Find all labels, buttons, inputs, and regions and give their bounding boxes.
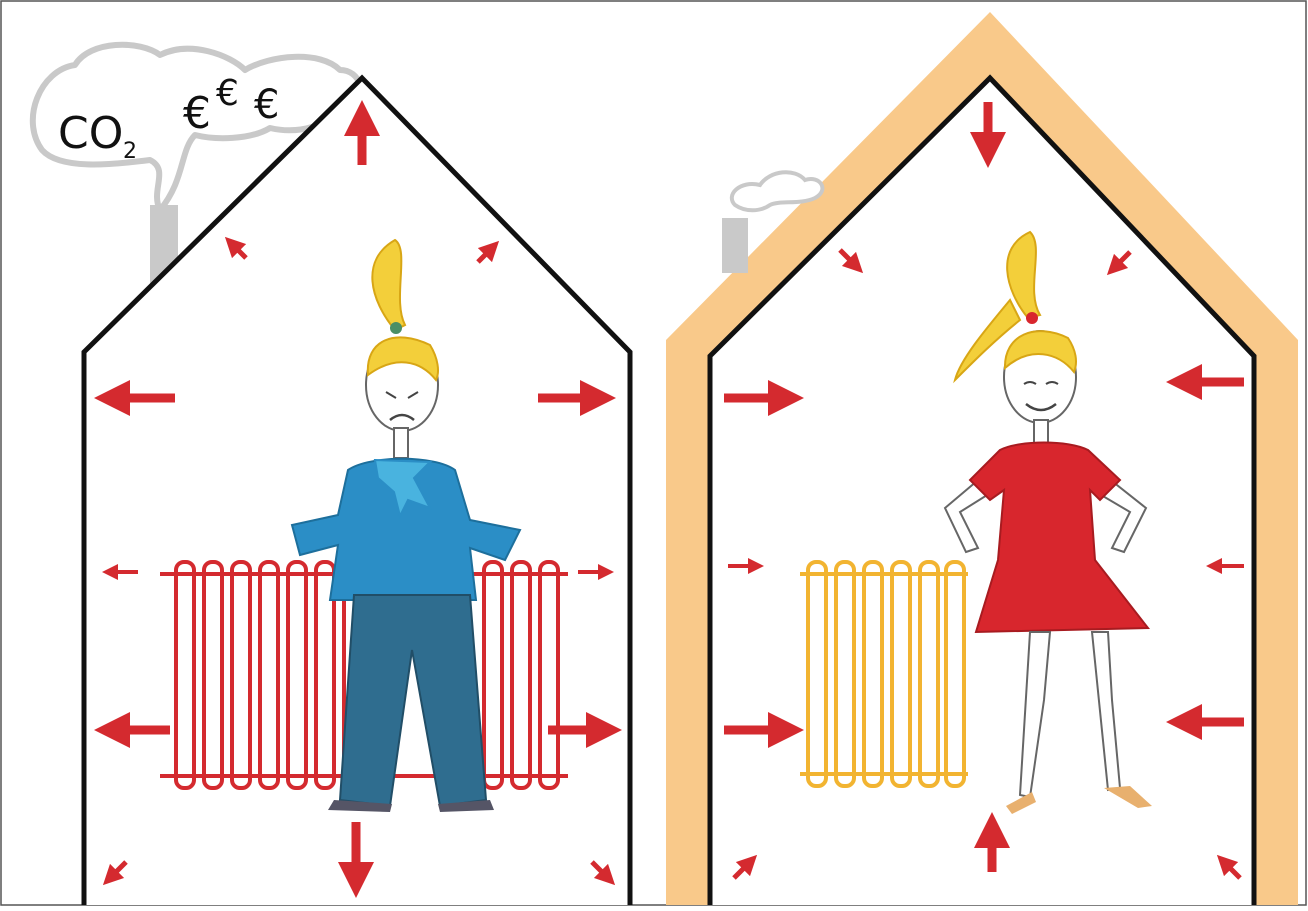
insulated-house [666,12,1298,905]
chimney-right [722,218,748,273]
co2-subscript: 2 [123,139,137,164]
euro-sign-2: € [216,73,239,114]
co2-label: CO [58,108,123,159]
euro-sign-3: € [254,82,279,128]
uninsulated-house: CO 2 € € € [33,45,630,905]
euro-sign-1: € [183,88,211,139]
hair-tie [390,322,402,334]
hair-tie [1026,312,1038,324]
